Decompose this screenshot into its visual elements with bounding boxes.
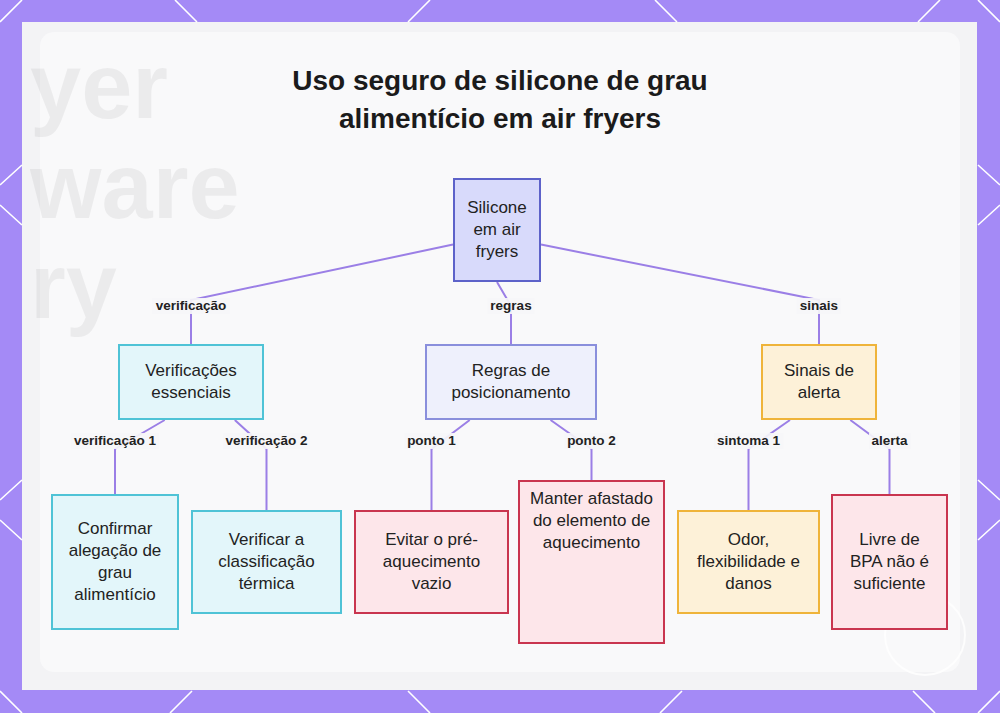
tree-connector: [541, 245, 819, 344]
edge-label: ponto 1: [404, 433, 459, 449]
leaf-box: Odor, flexibilidade e danos: [677, 510, 820, 614]
watermark-text: ry: [30, 240, 117, 332]
panel-highlight: [40, 32, 960, 672]
diagram-title: Uso seguro de silicone de grau alimentíc…: [250, 62, 750, 138]
leaf-box: Livre de BPA não é suficiente: [831, 494, 948, 630]
inner-panel: [22, 22, 977, 690]
edge-label: verificação 1: [71, 433, 159, 449]
node-label: Silicone em air fryers: [463, 197, 531, 263]
tree-connector: [115, 420, 165, 494]
category-box: Verificações essenciais: [118, 344, 264, 420]
node-label: Manter afastado do elemento de aquecimen…: [528, 488, 655, 554]
edge-label: sintoma 1: [714, 433, 783, 449]
leaf-box: Evitar o pré-aquecimento vazio: [354, 510, 509, 614]
node-label: Verificações essenciais: [128, 360, 254, 404]
node-label: Confirmar alegação de grau alimentício: [61, 518, 169, 606]
watermark-text: ware: [30, 140, 240, 232]
edge-label: verificação: [153, 298, 230, 314]
leaf-box: Manter afastado do elemento de aquecimen…: [518, 480, 665, 644]
root-box: Silicone em air fryers: [453, 178, 541, 282]
tree-connector: [191, 245, 453, 344]
edge-label: sinais: [797, 298, 841, 314]
tree-connector: [850, 420, 889, 494]
edge-label: alerta: [868, 433, 910, 449]
category-box: Regras de posicionamento: [425, 344, 597, 420]
edge-label: verificação 2: [223, 433, 311, 449]
watermark-text: yer: [30, 40, 168, 132]
edge-label: ponto 2: [564, 433, 619, 449]
node-label: Verificar a classificação térmica: [201, 529, 332, 595]
leaf-box: Verificar a classificação térmica: [191, 510, 342, 614]
node-label: Sinais de alerta: [771, 360, 867, 404]
edge-label: regras: [487, 298, 534, 314]
tree-connector: [551, 420, 592, 480]
node-label: Regras de posicionamento: [435, 360, 587, 404]
node-label: Odor, flexibilidade e danos: [687, 529, 810, 595]
category-box: Sinais de alerta: [761, 344, 877, 420]
leaf-box: Confirmar alegação de grau alimentício: [51, 494, 179, 630]
node-label: Livre de BPA não é suficiente: [841, 529, 938, 595]
node-label: Evitar o pré-aquecimento vazio: [364, 529, 499, 595]
